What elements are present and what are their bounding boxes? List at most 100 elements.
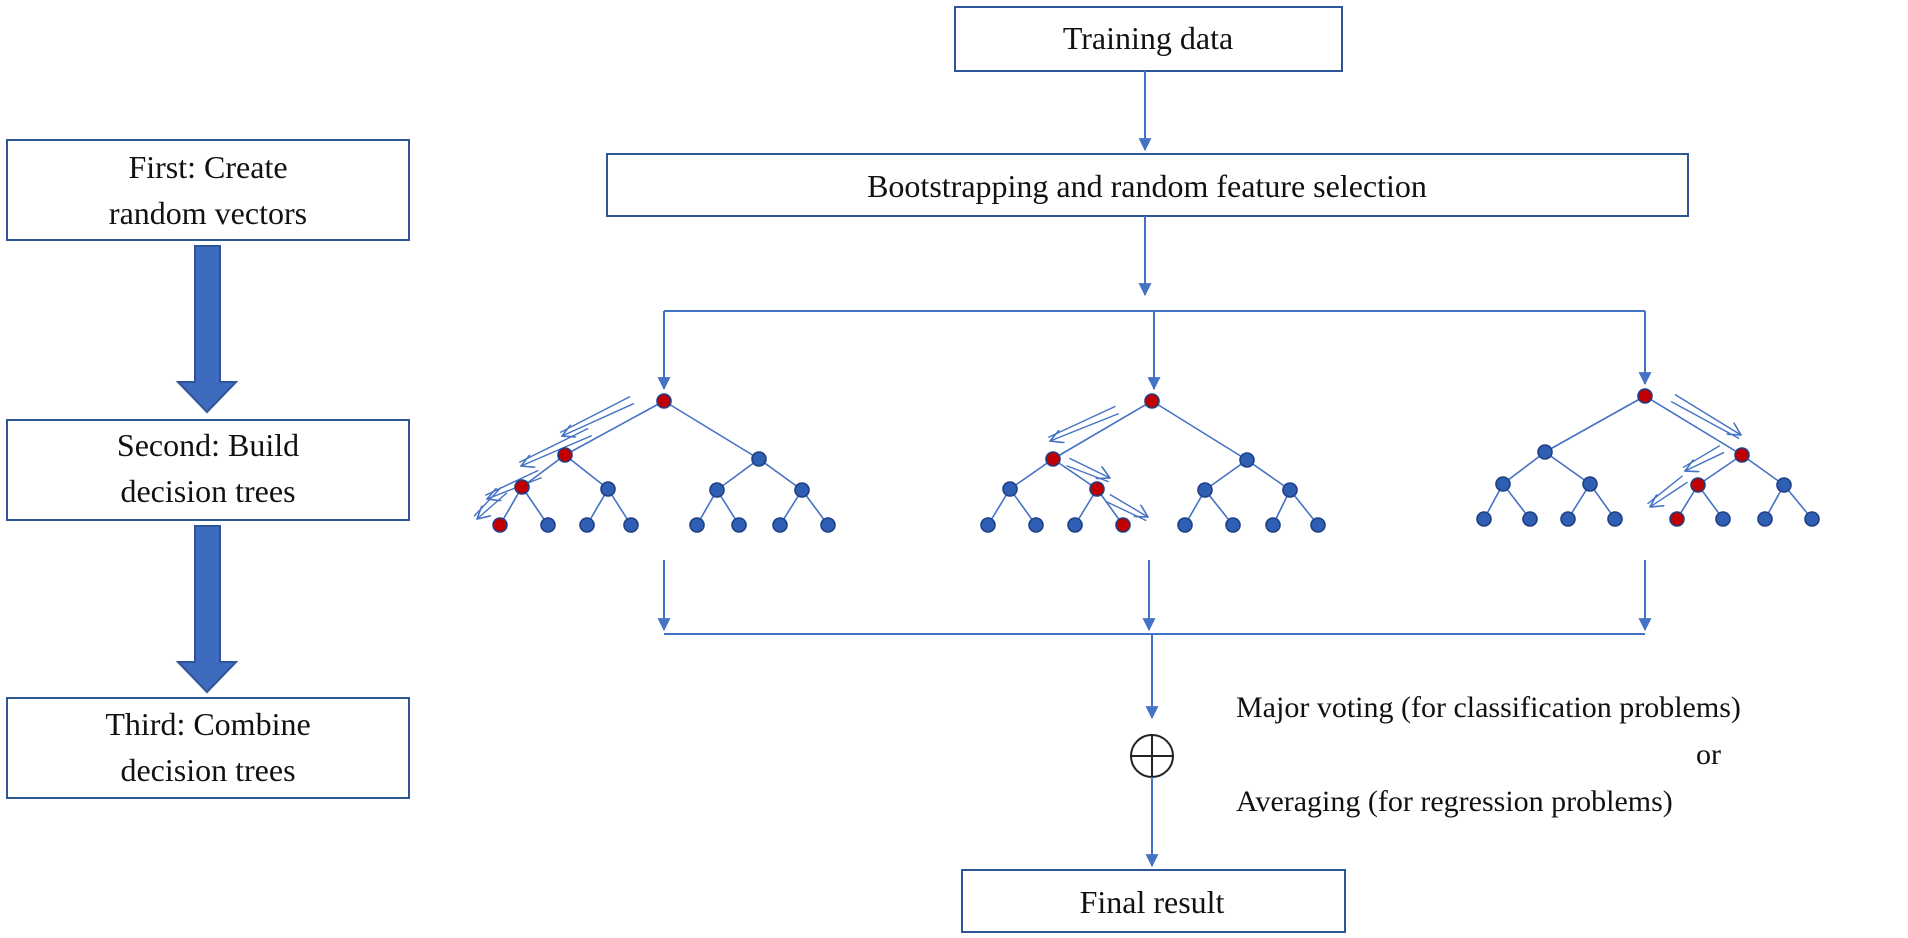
tree-left-path-arrow [484,469,539,497]
tree-right-node [1560,511,1576,527]
tree-center-node [1282,482,1298,498]
step-arrow-2 [175,525,239,694]
tree-left-node [623,517,639,533]
tree-right-node [1776,477,1792,493]
tree-left-node [579,517,595,533]
step-third-line2: decision trees [120,752,295,788]
tree-right-node-selected [1637,388,1653,404]
tree-right-edge [1544,395,1646,453]
tree-right-edge [1741,454,1785,486]
tree-center-edge [1052,400,1153,460]
tree-right-node [1582,476,1598,492]
tree-left-edge [663,400,760,460]
decision-trees [473,388,1820,533]
tree-right-node [1537,444,1553,460]
tree-right-node [1476,511,1492,527]
tree-center-path-arrow [1069,457,1110,478]
step-third-line1: Third: Combine [105,706,310,742]
tree-center-node-selected [1045,451,1061,467]
tree-left-node-selected [492,517,508,533]
tree-right-node [1607,511,1623,527]
tree-center-node [1002,481,1018,497]
aggregation-line3: Averaging (for regression problems) [1236,785,1673,818]
tree-left-edge [564,454,609,490]
tree-left-path-arrow [518,427,589,464]
tree-center-node [1177,517,1193,533]
aggregation-line2: or [1696,738,1721,771]
tree-right-node [1715,511,1731,527]
tree-left-node-selected [656,393,672,409]
tree-right-node-selected [1669,511,1685,527]
tree-left-path-arrow [559,395,631,434]
tree-center-node [1028,517,1044,533]
tree-right-node [1495,476,1511,492]
tree-right-path-arrow [1647,475,1683,505]
tree-right-path-arrow [1685,451,1725,471]
step-first-box [6,139,410,241]
training-data-box [954,6,1343,72]
final-result-box [961,869,1346,933]
tree-left-node [540,517,556,533]
bootstrap-label: Bootstrapping and random feature selecti… [867,168,1427,204]
merge-connector [657,560,1652,720]
tree-center-node [1067,517,1083,533]
tree-left-path-arrow [562,402,635,436]
tree-left-node-selected [514,479,530,495]
split-connector [657,310,1652,391]
tree-right-node-selected [1734,447,1750,463]
tree-right-edge [1544,451,1591,485]
tree-left-edge [758,458,803,491]
step-first-line2: random vectors [109,195,307,231]
step-second-line2: decision trees [120,473,295,509]
tree-left-node [820,517,836,533]
tree-center-path-arrow [1109,493,1148,517]
step-third-box [6,697,410,799]
step-second: Second: Build decision trees [6,419,410,521]
tree-left-edge [564,400,665,456]
tree-center-node [1225,517,1241,533]
tree-left-edge [521,454,566,488]
tree-left-node [600,481,616,497]
tree-left-node [751,451,767,467]
tree-right-edge [1644,395,1743,456]
tree-right-edge [1502,451,1546,485]
tree-center-node [1310,517,1326,533]
tree-center-edge [1246,459,1291,491]
tree-right-node [1522,511,1538,527]
tree-left-node [731,517,747,533]
tree-right-path-arrow [1674,393,1741,435]
tree-center-path-arrow [1050,412,1119,441]
tree-center-node [980,517,996,533]
tree-center-edge [1009,458,1054,490]
step-third: Third: Combine decision trees [6,697,410,799]
tree-center-edge [1151,400,1248,461]
tree-center-node-selected [1144,393,1160,409]
tree-center-edge [1204,459,1248,491]
tree-left-node [709,482,725,498]
bootstrap-box [606,153,1689,217]
tree-center-node [1239,452,1255,468]
step-arrow-1 [175,245,239,414]
tree-center-node [1265,517,1281,533]
tree-left-node [772,517,788,533]
tree-right-node [1757,511,1773,527]
tree-right-node [1804,511,1820,527]
tree-center-path-arrow [1048,405,1116,439]
tree-center-edge [1052,458,1098,490]
step-second-box [6,419,410,521]
tree-center-node-selected [1089,481,1105,497]
tree-right-path-arrow [1650,481,1688,507]
step-first: First: Create random vectors [6,139,410,241]
final-result-label: Final result [1080,884,1225,920]
tree-left-node [689,517,705,533]
training-data-label: Training data [1063,20,1233,56]
tree-right-node-selected [1690,477,1706,493]
tree-left-node-selected [557,447,573,463]
step-first-line1: First: Create [128,149,287,185]
aggregation-line1: Major voting (for classification problem… [1236,691,1741,724]
tree-left-path-arrow [477,492,508,519]
tree-left-edge [716,458,760,491]
tree-left-node [794,482,810,498]
tree-center-node [1197,482,1213,498]
tree-center-node-selected [1115,517,1131,533]
